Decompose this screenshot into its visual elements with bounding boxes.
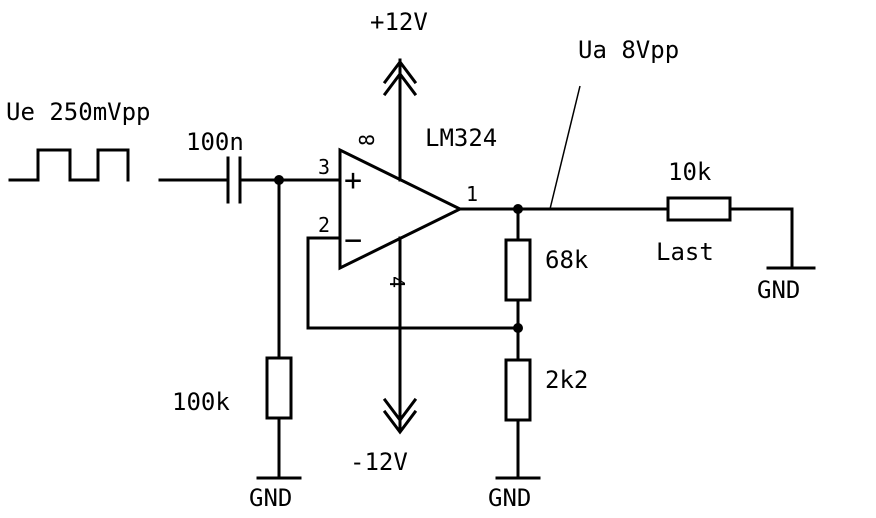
label-vpos: +12V xyxy=(370,8,428,36)
label-r-gnd: 2k2 xyxy=(545,366,588,394)
label-gnd-left: GND xyxy=(249,484,292,512)
wire-feedback xyxy=(306,236,520,330)
input-square-wave xyxy=(8,148,130,182)
label-gnd-right: GND xyxy=(757,276,800,304)
resistor-68k xyxy=(504,238,532,302)
label-load: Last xyxy=(656,238,714,266)
pin-2: 2 xyxy=(318,213,330,237)
pin-8: 8 xyxy=(355,134,379,146)
junction-dot-divider xyxy=(513,323,523,333)
vpos-arrow xyxy=(382,59,418,85)
resistor-100k xyxy=(265,356,293,420)
label-output: Ua 8Vpp xyxy=(578,36,679,64)
plus-symbol: + xyxy=(344,163,362,198)
capacitor-100n xyxy=(226,156,242,204)
resistor-2k2 xyxy=(504,358,532,422)
pin-3: 3 xyxy=(318,155,330,179)
vneg-arrow xyxy=(382,397,418,423)
label-vneg: -12V xyxy=(350,448,408,476)
label-opamp: LM324 xyxy=(425,124,497,152)
label-r-out: 10k xyxy=(668,158,712,186)
label-input: Ue 250mVpp xyxy=(6,98,151,126)
pin-1: 1 xyxy=(466,182,478,206)
label-capacitor: 100n xyxy=(186,128,244,156)
output-pointer-line xyxy=(549,85,581,210)
vneg-arrow-inner xyxy=(382,409,418,435)
label-r-in: 100k xyxy=(172,388,230,416)
wire-10k-to-gnd xyxy=(728,207,794,270)
label-r-fb: 68k xyxy=(545,246,589,274)
vpos-arrow-inner xyxy=(382,71,418,97)
resistor-10k xyxy=(666,196,732,222)
label-gnd-middle: GND xyxy=(488,484,531,512)
minus-symbol: − xyxy=(344,223,362,258)
pin-4: 4 xyxy=(385,276,409,288)
